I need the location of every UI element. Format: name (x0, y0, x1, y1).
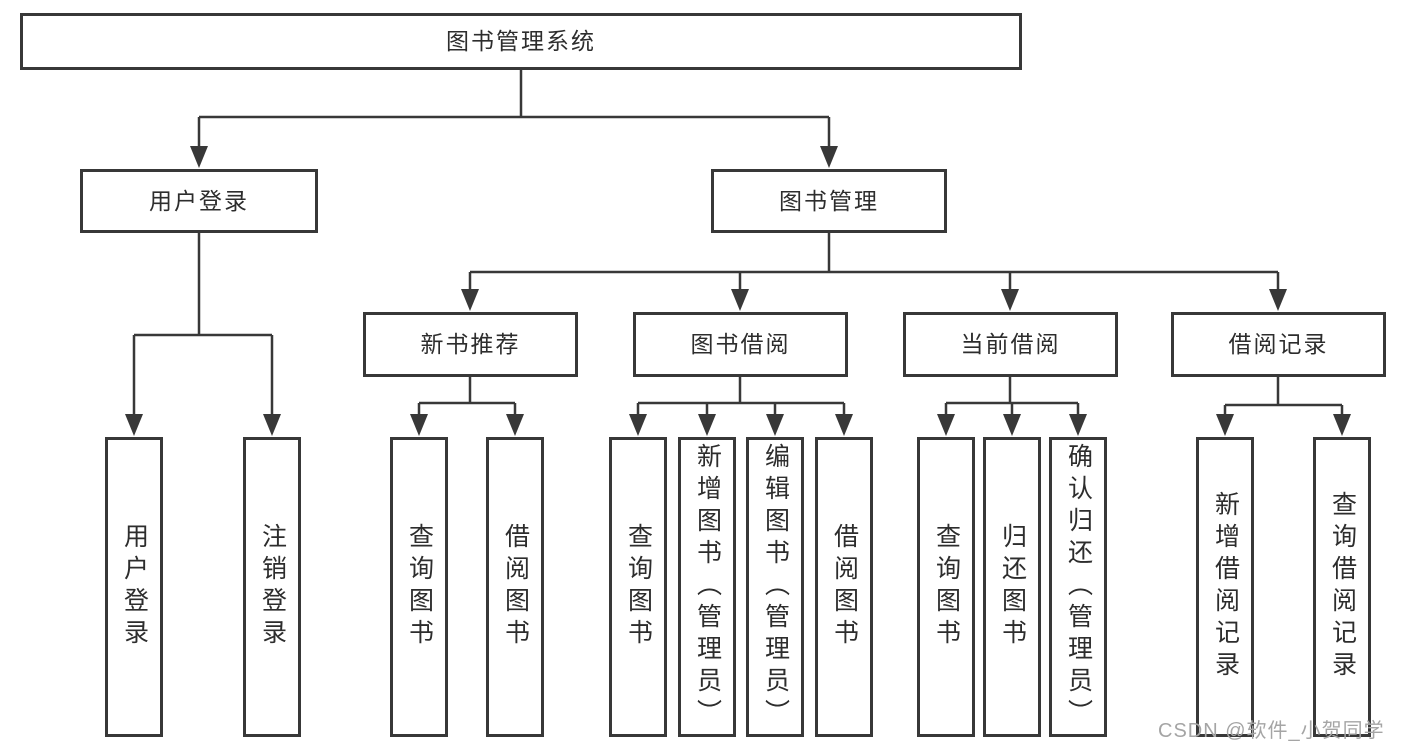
arrowhead-icon (1216, 414, 1234, 436)
arrowhead-icon (1001, 289, 1019, 311)
arrowhead-icon (506, 414, 524, 436)
arrowhead-icon (125, 414, 143, 436)
arrowhead-icon (1333, 414, 1351, 436)
leaf-user-login: 用户登录 (105, 437, 163, 737)
csdn-watermark: CSDN @软件_小贺同学 (1158, 720, 1385, 742)
leaf-query-books-borrowing: 查询图书 (609, 437, 667, 737)
leaf-borrow-books-borrowing: 借阅图书 (815, 437, 873, 737)
connector-userlogin-to-leaves (132, 233, 274, 416)
arrowhead-icon (937, 414, 955, 436)
leaf-borrow-books-recommend: 借阅图书 (486, 437, 544, 737)
node-new-book-recommend: 新书推荐 (363, 312, 578, 377)
leaf-edit-book-admin: 编辑图书（管理员） (746, 437, 804, 737)
connector-newbook-to-leaves (417, 377, 517, 416)
arrowheads-level3 (461, 289, 1287, 311)
arrowheads-leaves (125, 414, 1351, 436)
leaf-add-borrow-record: 新增借阅记录 (1196, 437, 1254, 737)
arrowheads-level2 (190, 146, 838, 168)
leaf-confirm-return-admin: 确认归还（管理员） (1049, 437, 1107, 737)
node-current-borrowing: 当前借阅 (903, 312, 1118, 377)
connector-records-to-leaves (1223, 377, 1344, 416)
arrowhead-icon (1269, 289, 1287, 311)
arrowhead-icon (461, 289, 479, 311)
arrowhead-icon (835, 414, 853, 436)
leaf-add-book-admin: 新增图书（管理员） (678, 437, 736, 737)
arrowhead-icon (766, 414, 784, 436)
leaf-query-books-recommend: 查询图书 (390, 437, 448, 737)
node-book-borrowing: 图书借阅 (633, 312, 848, 377)
leaf-query-borrow-record: 查询借阅记录 (1313, 437, 1371, 737)
leaf-logout: 注销登录 (243, 437, 301, 737)
arrowhead-icon (1069, 414, 1087, 436)
connector-bookmgmt-to-level3 (468, 233, 1280, 292)
connector-currentborrow-to-leaves (944, 377, 1080, 416)
arrowhead-icon (731, 289, 749, 311)
leaf-return-books: 归还图书 (983, 437, 1041, 737)
arrowhead-icon (698, 414, 716, 436)
node-user-login: 用户登录 (80, 169, 318, 233)
arrowhead-icon (629, 414, 647, 436)
arrowhead-icon (1003, 414, 1021, 436)
node-borrowing-records: 借阅记录 (1171, 312, 1386, 377)
arrowhead-icon (820, 146, 838, 168)
connector-bookborrow-to-leaves (636, 377, 846, 416)
arrowhead-icon (263, 414, 281, 436)
node-book-management: 图书管理 (711, 169, 947, 233)
node-root-library-system: 图书管理系统 (20, 13, 1022, 70)
arrowhead-icon (190, 146, 208, 168)
leaf-query-books-current: 查询图书 (917, 437, 975, 737)
connector-root-to-level2 (197, 70, 831, 150)
arrowhead-icon (410, 414, 428, 436)
